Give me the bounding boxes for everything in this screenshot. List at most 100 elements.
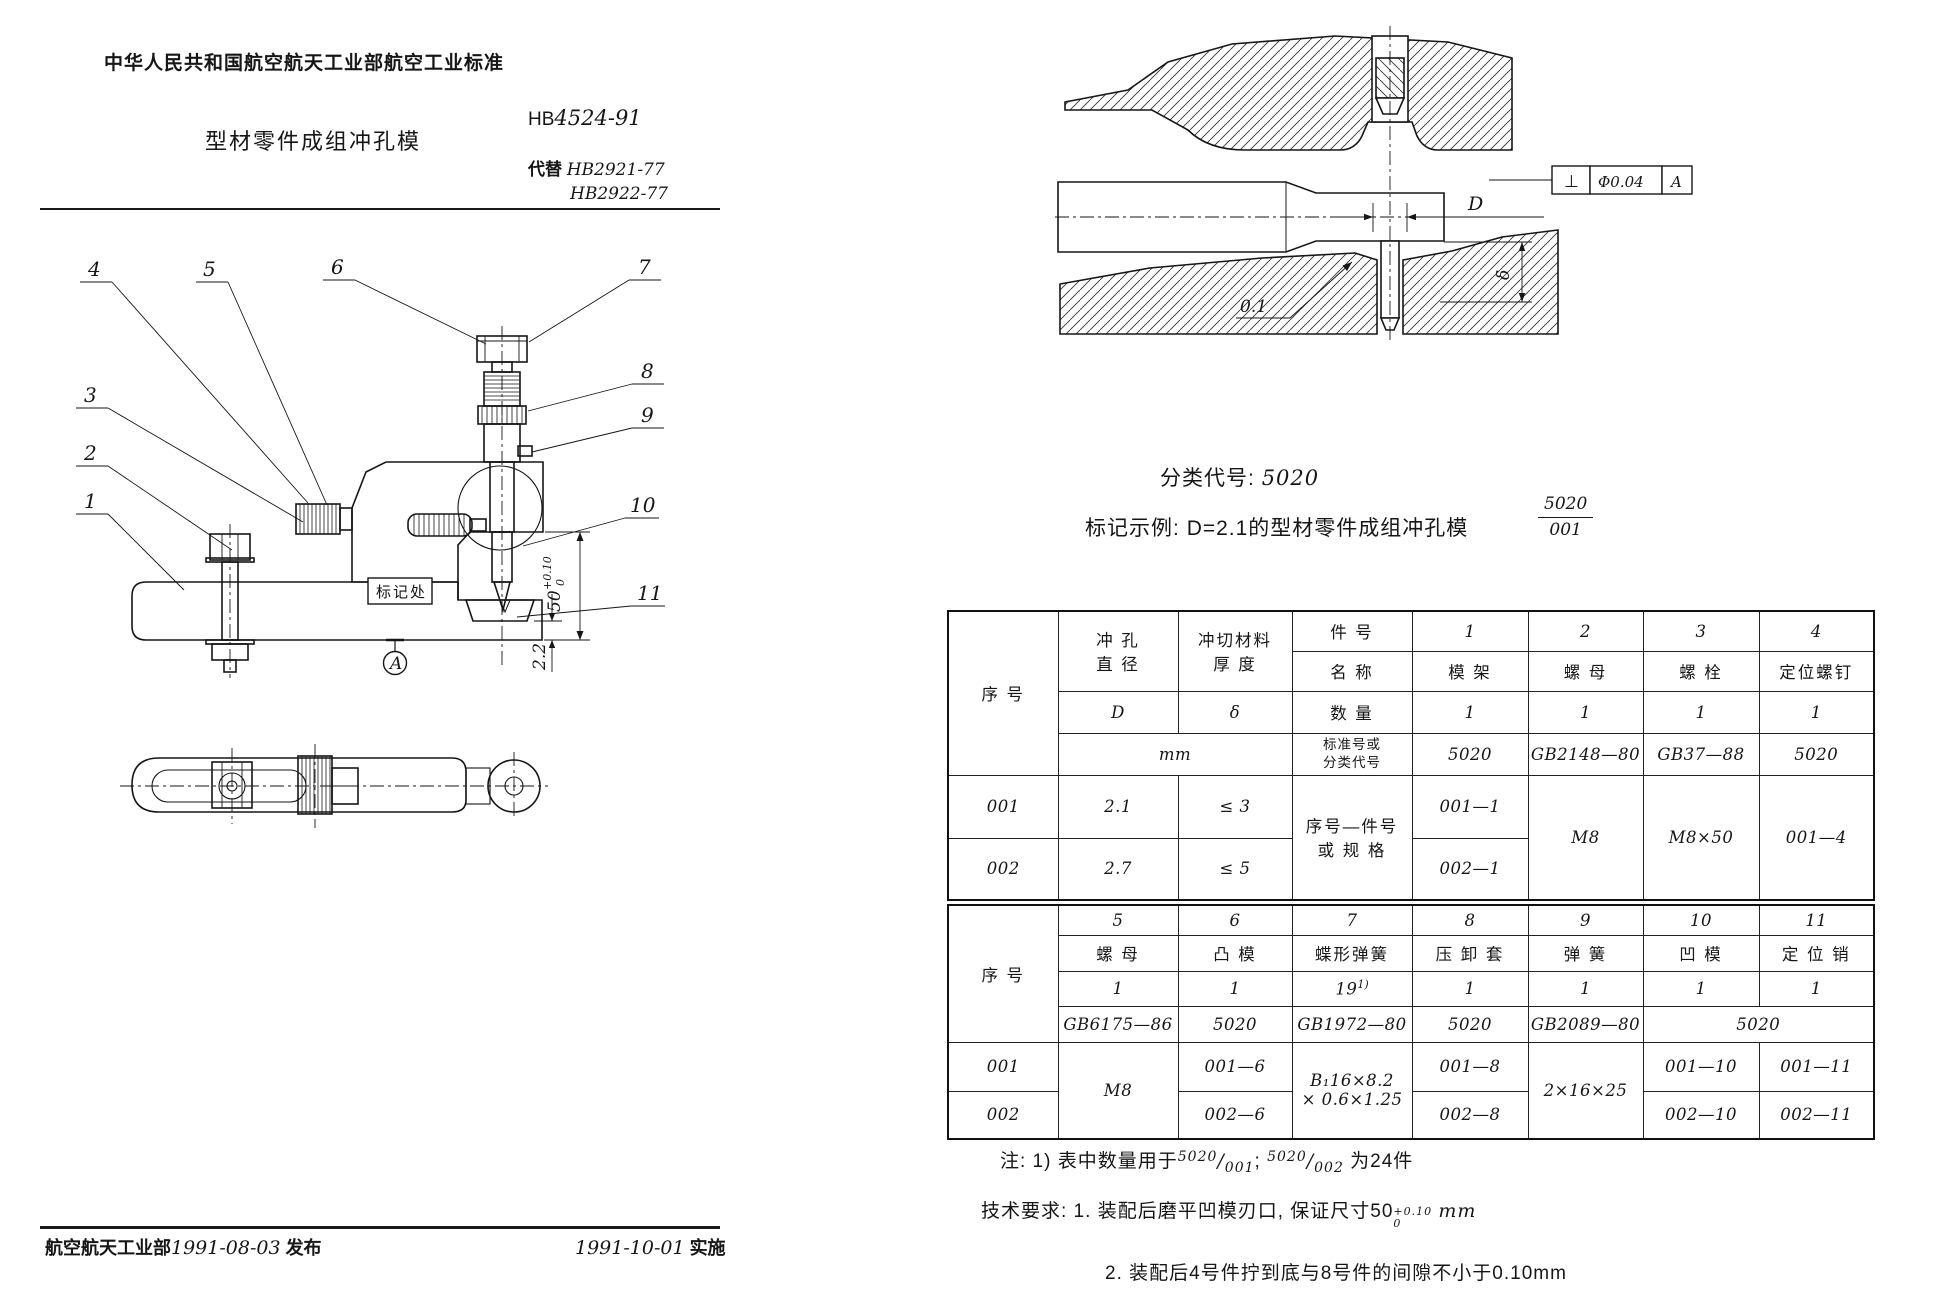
dim-50-text: 50 +0.10 0 bbox=[541, 556, 567, 612]
table-row: 002 2.7 ≤ 5 002—1 bbox=[947, 837, 1874, 901]
mark-box-label: 标记处 bbox=[376, 584, 427, 601]
side-screw bbox=[517, 445, 533, 457]
upper-die-block bbox=[1064, 35, 1513, 151]
name-1: 模 架 bbox=[1411, 650, 1529, 692]
fcf-tolerance: Φ0.04 bbox=[1598, 173, 1644, 191]
footnote-line: 注: 1) 表中数量用于5020/001; 5020/002 为24件 bbox=[1000, 1149, 1414, 1176]
table-row: mm 标准号或 分类代号 5020 GB2148—80 GB37—88 5020 bbox=[948, 732, 1875, 776]
detail-dim-clearance-label: 0.1 bbox=[1240, 297, 1267, 317]
seq-001: 001 bbox=[947, 1041, 1059, 1092]
part-callouts bbox=[76, 279, 665, 618]
lower-left-die-block bbox=[1059, 252, 1378, 335]
qty-header: 数 量 bbox=[1291, 690, 1413, 734]
spring-spec-cell: B₁16×8.2 × 0.6×1.25 bbox=[1291, 1041, 1413, 1140]
part-label-7: 7 bbox=[638, 255, 651, 279]
part-label-3: 3 bbox=[84, 383, 97, 407]
footer-issue-word: 发布 bbox=[285, 1238, 322, 1258]
detail-circle bbox=[457, 465, 543, 551]
table-row: 序 号 冲 孔 直 径 冲切材料 厚 度 件 号 1 2 3 4 bbox=[947, 610, 1875, 776]
fcf-perpendicularity-icon: ⊥ bbox=[1564, 172, 1579, 191]
footer-issue-date: 1991-08-03 bbox=[171, 1237, 281, 1259]
replaces-block: 代替 HB2921-77 HB2922-77 bbox=[528, 158, 668, 206]
header-divider bbox=[40, 208, 720, 211]
spring-qty-cell: 191) bbox=[1291, 970, 1413, 1007]
datum-a-letter: A bbox=[388, 654, 402, 674]
table-row: 螺 母 凸 模 蝶形弹簧 压 卸 套 弹 簧 凹 模 定 位 销 bbox=[948, 934, 1875, 972]
table-row: GB6175—86 5020 GB1972—80 5020 GB2089—80 … bbox=[948, 1005, 1875, 1043]
table-row: 002 002—6 002—8 002—10 002—11 bbox=[947, 1090, 1875, 1140]
punch-dia-header: 冲 孔 直 径 bbox=[1057, 610, 1179, 692]
dia-symbol: D bbox=[1057, 690, 1179, 734]
dim-2-2-text: 2.2 bbox=[530, 643, 550, 671]
tech-label: 技术要求: 1. bbox=[981, 1201, 1092, 1222]
tech-requirement-2: 2. 装配后4号件拧到底与8号件的间隙不小于0.10mm bbox=[1105, 1263, 1567, 1284]
detail-dim-d-label: D bbox=[1467, 193, 1483, 215]
svg-text:50: 50 bbox=[545, 590, 565, 612]
unit-cell: mm bbox=[1057, 732, 1293, 776]
replaced-standard-1: HB2921-77 bbox=[566, 160, 665, 180]
standard-org-line: 中华人民共和国航空航天工业部航空工业标准 bbox=[104, 53, 505, 74]
fcf-datum: A bbox=[1669, 173, 1682, 191]
footnote-marker: 1) bbox=[1357, 978, 1369, 992]
footer-impl-date: 1991-10-01 bbox=[575, 1237, 685, 1259]
item-no-header: 件 号 bbox=[1291, 610, 1413, 652]
marking-example-line: 标记示例: D=2.1的型材零件成组冲孔模 bbox=[1085, 512, 1468, 542]
frame-body bbox=[351, 461, 544, 583]
lower-right-die-block bbox=[1402, 229, 1559, 335]
knurled-thumb-nut bbox=[295, 503, 353, 535]
seq-header-cell: 序 号 bbox=[947, 610, 1059, 776]
stripper-handle bbox=[407, 513, 487, 537]
part-label-2: 2 bbox=[83, 441, 97, 465]
part-label-10: 10 bbox=[630, 493, 656, 517]
seq-002: 002 bbox=[947, 1090, 1059, 1140]
bottom-plan-view bbox=[120, 744, 548, 828]
part-label-11: 11 bbox=[637, 581, 662, 605]
footer-divider bbox=[40, 1226, 720, 1229]
classification-code: 5020 bbox=[1261, 466, 1320, 490]
replaces-label: 代替 bbox=[528, 160, 562, 179]
name-4: 定位螺钉 bbox=[1758, 650, 1875, 692]
datum-a: A bbox=[382, 638, 408, 676]
table-row: 序 号 5 6 7 8 9 10 11 bbox=[947, 904, 1875, 1043]
replaced-standard-2: HB2922-77 bbox=[570, 184, 668, 204]
part-label-6: 6 bbox=[331, 255, 344, 279]
mark-box: 标记处 bbox=[367, 577, 433, 605]
marking-example-text: D=2.1的型材零件成组冲孔模 bbox=[1186, 517, 1469, 540]
parts-table-section-2: 序 号 5 6 7 8 9 10 11 螺 母 凸 模 蝶形弹簧 压 卸 套 弹… bbox=[947, 904, 1875, 1140]
standard-number: HB4524-91 bbox=[528, 106, 642, 131]
seq-header-cell-2: 序 号 bbox=[947, 904, 1059, 1043]
item-no-3: 3 bbox=[1642, 610, 1760, 652]
note-label: 注: 1) bbox=[1000, 1151, 1052, 1172]
main-side-view bbox=[131, 326, 544, 678]
table-row: 1 1 191) 1 1 1 1 bbox=[948, 970, 1875, 1007]
standard-prefix: HB bbox=[528, 109, 555, 130]
name-2: 螺 母 bbox=[1527, 650, 1644, 692]
detail-dim-delta-label: δ bbox=[1494, 270, 1514, 280]
dim-2-2 bbox=[534, 594, 562, 672]
footer-impl-word: 实施 bbox=[689, 1238, 726, 1258]
classification-label: 分类代号: bbox=[1160, 467, 1255, 490]
plan-knurled-cylinder bbox=[297, 755, 359, 815]
material-header: 冲切材料 厚 度 bbox=[1177, 610, 1293, 692]
part-label-8: 8 bbox=[641, 359, 654, 383]
svg-text:+0.10: +0.10 bbox=[541, 556, 554, 590]
table-row: 001 2.1 ≤ 3 序号—件号 或 规 格 001—1 M8 M8×50 0… bbox=[947, 774, 1875, 901]
marking-example-fraction: 5020 001 bbox=[1538, 496, 1594, 539]
detail-section-view bbox=[1055, 26, 1559, 340]
part-label-5: 5 bbox=[203, 257, 216, 281]
fraction-numerator: 5020 bbox=[1538, 496, 1594, 518]
item-no-4: 4 bbox=[1758, 610, 1875, 652]
base-plate bbox=[131, 581, 543, 641]
footer-org: 航空航天工业部 bbox=[45, 1238, 171, 1258]
spec-header: 序号—件号 或 规 格 bbox=[1291, 774, 1413, 901]
seq-001: 001 bbox=[947, 774, 1059, 839]
part-numbers: 1 2 3 4 5 6 7 8 9 10 11 bbox=[83, 255, 662, 605]
footer-issue: 航空航天工业部1991-08-03 发布 bbox=[45, 1234, 322, 1260]
name-header: 名 称 bbox=[1291, 650, 1413, 692]
part-label-1: 1 bbox=[84, 489, 97, 513]
detail-dims bbox=[1236, 179, 1552, 319]
std-no-header: 标准号或 分类代号 bbox=[1291, 732, 1413, 776]
